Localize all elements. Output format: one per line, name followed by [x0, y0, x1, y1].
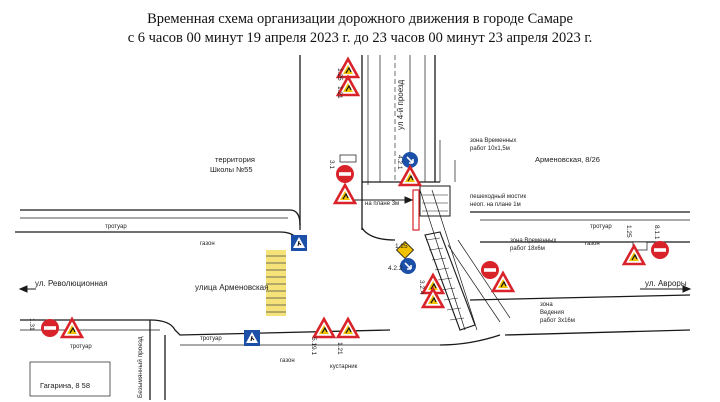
work-zone-3-line-2: Ведения — [540, 310, 564, 316]
street-armenian: улица Арменовская — [195, 283, 268, 292]
street-bezymyanny: Безымянный проезд — [136, 336, 144, 398]
title-line-1: Временная схема организации дорожного дв… — [147, 11, 573, 27]
sidewalk-label-1: тротуар — [105, 224, 127, 230]
sign-code-5191: 5.19.1 — [310, 337, 317, 355]
sidewalk-label-3: тротуар — [70, 344, 92, 350]
sign-code-121-bottom: 1.21 — [336, 342, 343, 355]
street-revolutsionnaya: ул. Революционная — [35, 279, 108, 288]
warning-sign-upper-right — [398, 165, 422, 187]
work-zone-2-line-2: работ 18x6м — [510, 246, 545, 252]
lawn-label-2: газон — [585, 241, 600, 247]
sign-code-125-center: 1.25 — [395, 243, 408, 250]
work-zone-2-line-1: зона Временных — [510, 238, 556, 244]
sign-code-321: 3.2.4 — [418, 280, 425, 295]
work-zone-hatching — [422, 194, 465, 321]
no-entry-sign-far-right — [651, 241, 669, 259]
walkway-line-2: неоп. на плане 1м — [470, 202, 521, 208]
sidewalk-label-2: тротуар — [590, 224, 612, 230]
work-zone-3-line-3: работ 3x16м — [540, 318, 575, 324]
curb-note: кустарник — [330, 364, 358, 370]
sign-code-121: 1.21 — [336, 86, 343, 99]
lawn-label-1: газон — [200, 241, 215, 247]
address-58-label: Гагарина, 8 58 — [40, 381, 90, 390]
pedestrian-crossing-sign-2 — [243, 329, 261, 347]
walkway-line-1: пешеходный мостик — [470, 193, 526, 200]
road-works-sign-left — [60, 317, 84, 339]
no-entry-sign-right — [481, 261, 499, 279]
title-line-2: с 6 часов 00 минут 19 апреля 2023 г. до … — [127, 30, 593, 46]
crossing-note: на плане 3м — [365, 201, 399, 207]
sign-code-125: 1.25 — [336, 68, 343, 81]
road-works-sign-bottom-1 — [312, 317, 336, 339]
pedestrian-crossing — [266, 250, 286, 316]
address-26-label: Арменовская, 8/26 — [535, 155, 600, 164]
road-works-sign-upper — [333, 183, 357, 205]
school-label-2: Школы №55 — [210, 165, 252, 174]
traffic-signs — [41, 57, 669, 347]
street-4th-passage: ул 4-й проезд — [396, 79, 405, 130]
sign-code-131: 1.31 — [28, 318, 35, 331]
work-zone-3-line-1: зона — [540, 302, 553, 308]
work-zone-1-line-1: зона Временных — [470, 138, 516, 144]
scheme-title: Временная схема организации дорожного дв… — [0, 10, 720, 48]
sign-code-427: 4.2.1 — [396, 155, 403, 170]
sign-code-125-right: 1.25 — [625, 225, 632, 238]
plate-sign — [339, 154, 357, 163]
sign-code-816: 8.1.1 — [653, 225, 660, 240]
work-zone-1-line-2: работ 10x1,5м — [470, 146, 510, 152]
road-works-sign-bottom-2 — [336, 317, 360, 339]
direction-arrows — [18, 196, 692, 293]
no-entry-sign-left — [41, 319, 59, 337]
school-label-1: территория — [215, 155, 255, 164]
street-avrory: ул. Авроры — [645, 279, 687, 288]
sign-code-422: 4.2.2 — [388, 265, 403, 272]
no-entry-sign-upper — [336, 165, 354, 183]
lawn-label-3: газон — [280, 358, 295, 364]
sign-code-317-upper: 3.1 — [328, 160, 335, 169]
sidewalk-label-4: тротуар — [200, 336, 222, 342]
pedestrian-crossing-sign-1 — [290, 234, 308, 252]
